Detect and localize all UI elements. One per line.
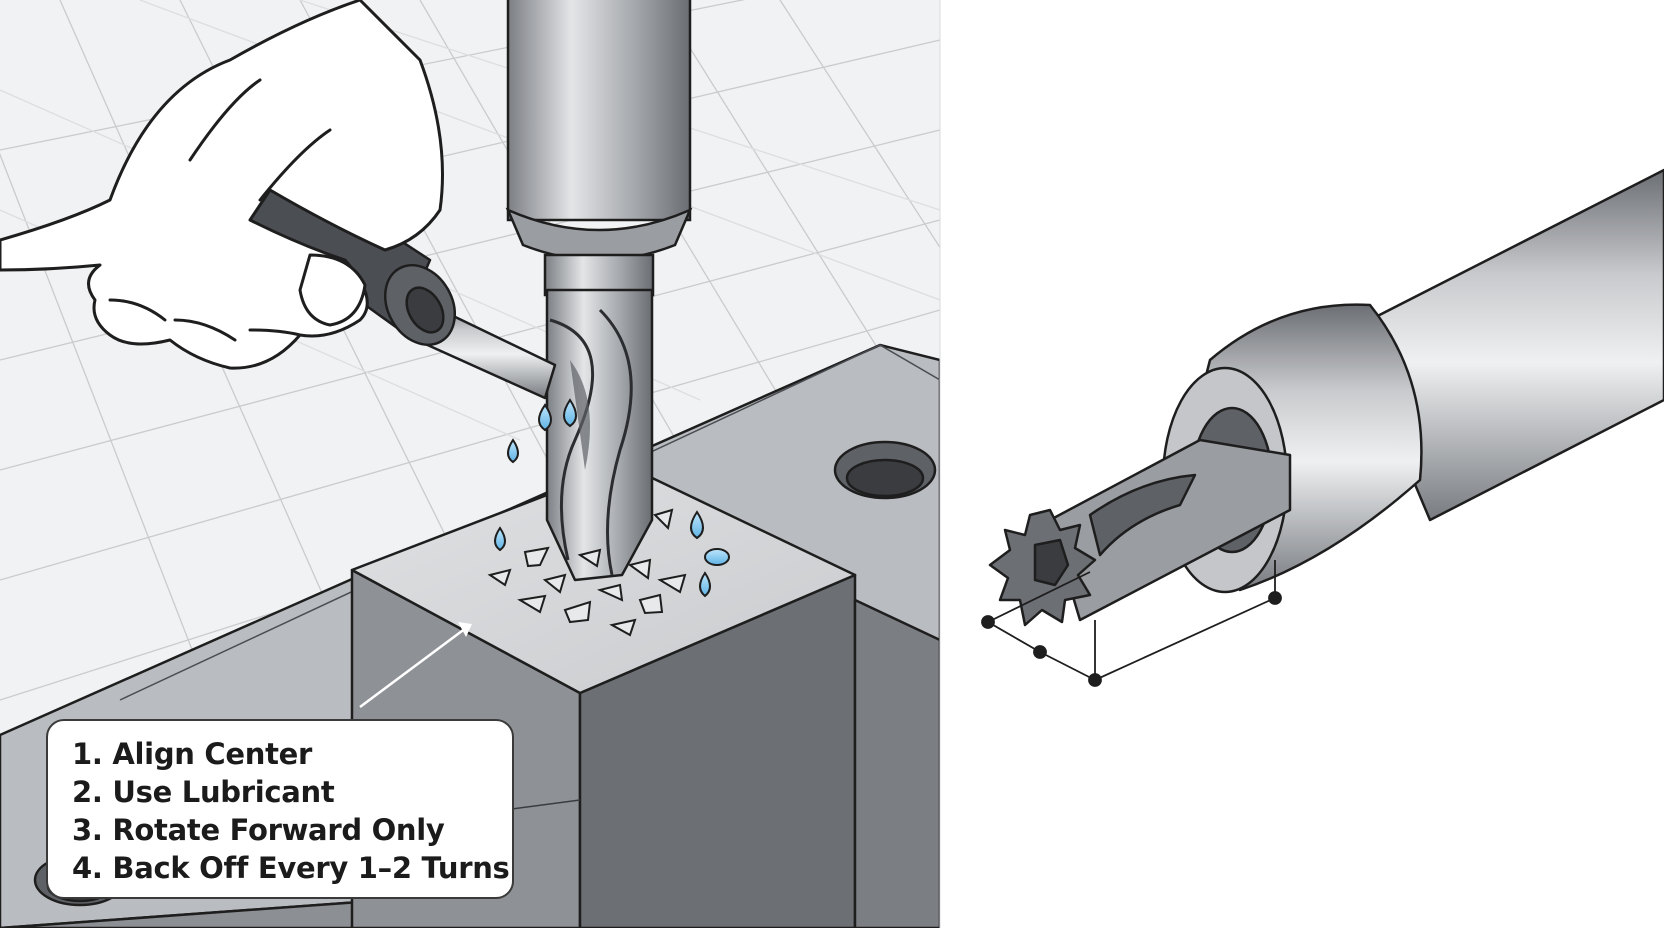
dimension-lines [981, 560, 1282, 687]
step-rotate-forward: 3. Rotate Forward Only [72, 813, 445, 847]
metal-chip-icon [487, 508, 687, 637]
screw-extractor-icon [988, 438, 1292, 627]
step-align-center: 1. Align Center [72, 737, 313, 771]
screw-extractor-icon [545, 288, 654, 582]
step-back-off: 4. Back Off Every 1–2 Turns [72, 851, 510, 885]
right-panel-tool-detail [981, 168, 1664, 687]
steps-list: 1. Align Center 2. Use Lubricant 3. Rota… [72, 735, 512, 887]
lubricant-drop-icon [494, 398, 730, 598]
steps-card: 1. Align Center 2. Use Lubricant 3. Rota… [46, 719, 514, 899]
drill-chuck [505, 0, 693, 297]
hand-icon [0, 0, 444, 370]
step-use-lubricant: 2. Use Lubricant [72, 775, 335, 809]
